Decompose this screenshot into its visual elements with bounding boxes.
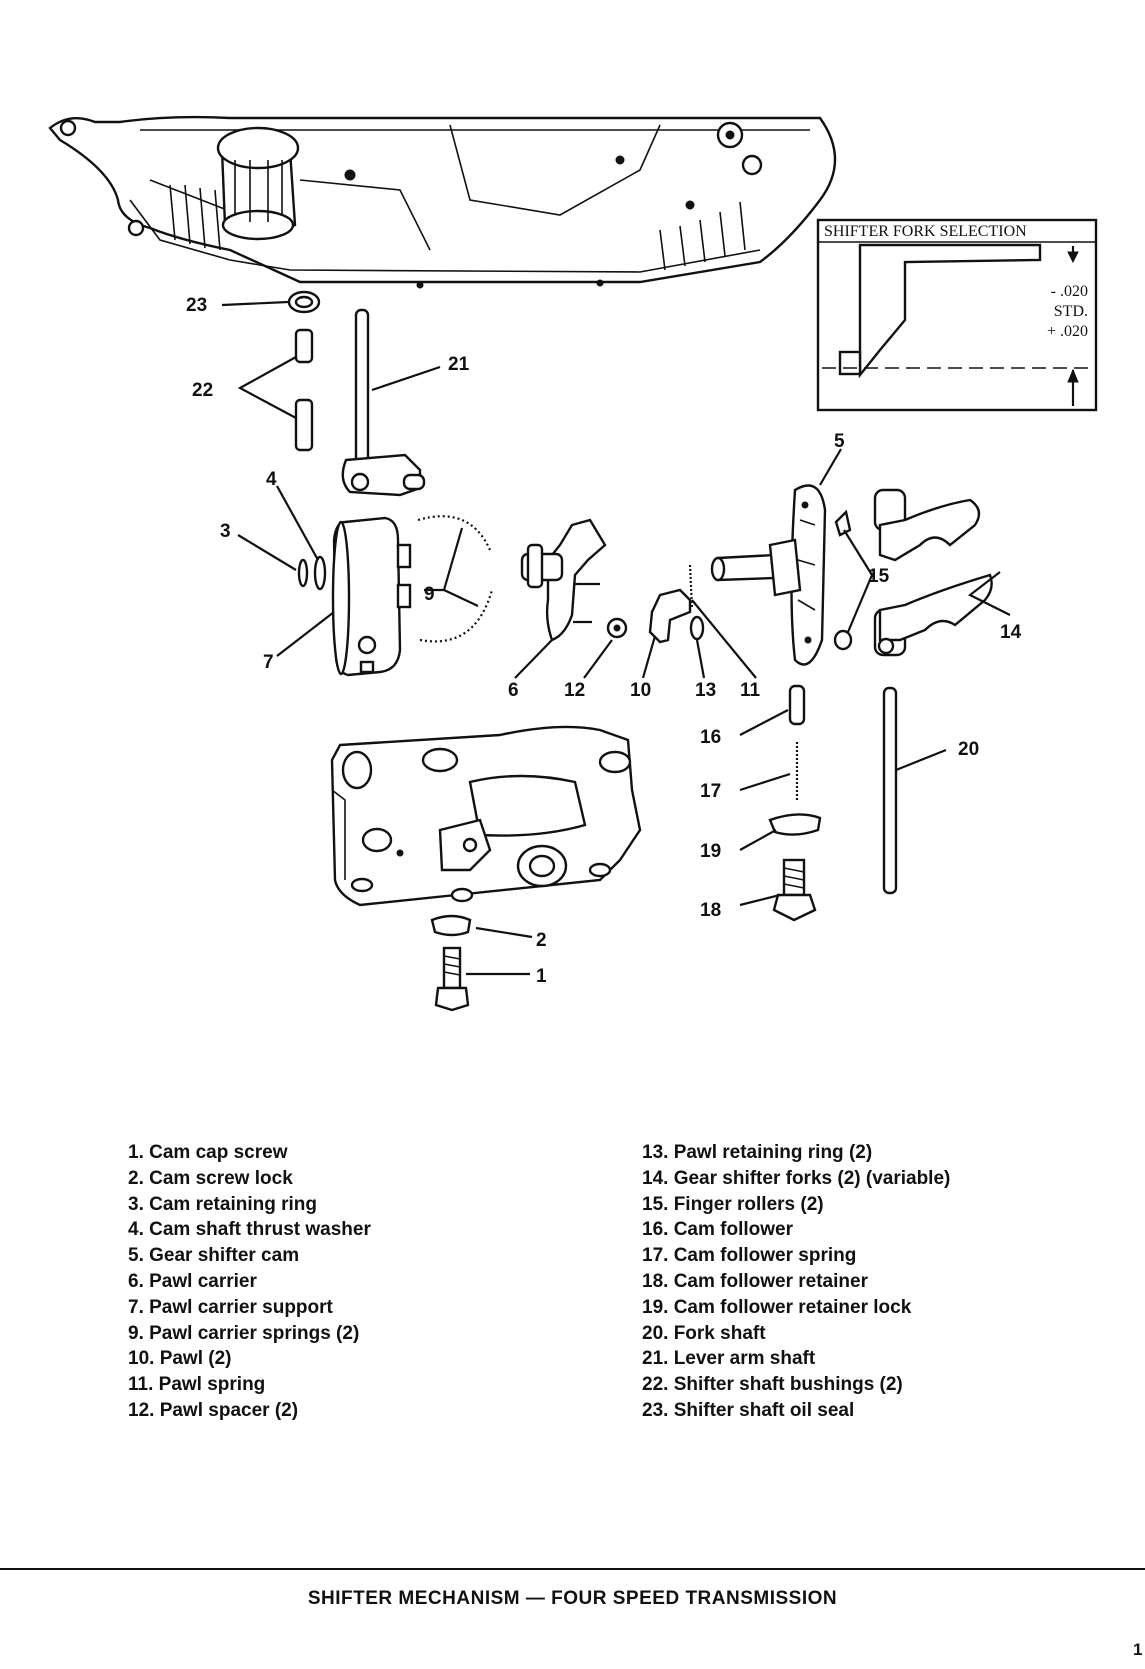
part-19-retainer-lock [768, 813, 822, 836]
part-15-finger-rollers [833, 509, 853, 651]
part-7-pawl-carrier-support [331, 516, 412, 677]
callout-12: 12 [564, 680, 585, 701]
callout-20: 20 [958, 739, 979, 760]
callout-23: 23 [186, 295, 207, 316]
callout-16: 16 [700, 727, 721, 748]
inset-title: SHIFTER FORK SELECTION [824, 223, 1027, 240]
legend-item: 14. Gear shifter forks (2) (variable) [642, 1167, 951, 1189]
callout-22: 22 [192, 380, 213, 401]
part-4-thrust-washer [313, 555, 327, 591]
figure-caption: SHIFTER MECHANISM — FOUR SPEED TRANSMISS… [307, 1588, 838, 1609]
callout-4: 4 [266, 469, 277, 490]
part-14-gear-shifter-forks [873, 488, 993, 657]
legend-item: 20. Fork shaft [642, 1322, 766, 1344]
leader-lines [221, 300, 1011, 976]
callout-11: 11 [740, 680, 761, 701]
legend-item: 22. Shifter shaft bushings (2) [642, 1374, 903, 1396]
footer-divider [0, 1568, 1145, 1570]
callout-numbers: 1 2 3 4 5 6 7 9 10 11 12 13 14 15 16 17 … [186, 295, 1022, 987]
legend-item: 18. Cam follower retainer [642, 1270, 868, 1292]
legend-item: 10. Pawl (2) [128, 1348, 232, 1370]
legend-item: 6. Pawl carrier [128, 1270, 257, 1292]
callout-10: 10 [630, 680, 651, 701]
inset-plus-tolerance: + .020 [1047, 323, 1088, 340]
legend-item: 2. Cam screw lock [128, 1167, 293, 1189]
part-3-retaining-ring [297, 558, 309, 588]
callout-5: 5 [834, 431, 845, 452]
part-22-bushings [294, 328, 314, 452]
parts-legend-right: 13. Pawl retaining ring (2) 14. Gear shi… [642, 1140, 950, 1424]
shifter-fork-selection-inset: SHIFTER FORK SELECTION - .020 STD. + .02… [816, 218, 1098, 412]
legend-item: 16. Cam follower [642, 1219, 793, 1241]
inset-standard: STD. [1054, 303, 1088, 320]
part-21-lever-arm-shaft [341, 308, 426, 497]
legend-item: 7. Pawl carrier support [128, 1296, 333, 1318]
callout-15: 15 [868, 566, 890, 587]
legend-item: 19. Cam follower retainer lock [642, 1296, 912, 1318]
part-13-pawl-retaining-ring [689, 615, 705, 641]
legend-item: 9. Pawl carrier springs (2) [128, 1322, 360, 1344]
callout-18: 18 [700, 900, 721, 921]
callout-21: 21 [448, 354, 470, 375]
callout-19: 19 [700, 841, 721, 862]
callout-13: 13 [695, 680, 716, 701]
callout-6: 6 [508, 680, 519, 701]
legend-item: 3. Cam retaining ring [128, 1193, 317, 1215]
callout-9: 9 [424, 584, 435, 605]
legend-item: 5. Gear shifter cam [128, 1245, 300, 1267]
callout-1: 1 [536, 966, 547, 987]
part-5-gear-shifter-cam [710, 484, 827, 666]
part-18-cam-follower-retainer [772, 858, 817, 922]
part-23-oil-seal [287, 290, 321, 314]
part-12-pawl-spacer [606, 617, 628, 639]
legend-item: 23. Shifter shaft oil seal [642, 1399, 855, 1421]
part-16-cam-follower [788, 684, 806, 726]
cam-cover-plate-drawing [330, 725, 642, 907]
callout-2: 2 [536, 930, 547, 951]
part-10-pawl [648, 588, 692, 644]
transmission-case-drawing [48, 115, 837, 289]
legend-item: 15. Finger rollers (2) [642, 1193, 824, 1215]
part-11-pawl-spring [688, 564, 694, 609]
part-6-pawl-carrier [520, 518, 607, 642]
callout-7: 7 [263, 652, 274, 673]
part-9-pawl-carrier-springs [417, 515, 494, 643]
page-number: 1 [1133, 1640, 1143, 1659]
legend-item: 4. Cam shaft thrust washer [128, 1219, 371, 1241]
callout-3: 3 [220, 521, 231, 542]
inset-minus-tolerance: - .020 [1051, 283, 1088, 300]
callout-14: 14 [1000, 622, 1022, 643]
legend-item: 13. Pawl retaining ring (2) [642, 1142, 873, 1163]
legend-item: 12. Pawl spacer (2) [128, 1399, 299, 1421]
callout-17: 17 [700, 781, 721, 802]
part-20-fork-shaft [882, 686, 898, 895]
legend-item: 17. Cam follower spring [642, 1245, 857, 1267]
part-1-cam-cap-screw [434, 946, 470, 1012]
legend-item: 1. Cam cap screw [128, 1142, 288, 1163]
part-2-cam-screw-lock [430, 914, 472, 937]
parts-legend-left: 1. Cam cap screw 2. Cam screw lock 3. Ca… [128, 1140, 371, 1424]
legend-item: 21. Lever arm shaft [642, 1348, 816, 1370]
legend-item: 11. Pawl spring [128, 1374, 266, 1396]
exploded-parts-diagram: SHIFTER FORK SELECTION - .020 STD. + .02… [48, 115, 1098, 1012]
